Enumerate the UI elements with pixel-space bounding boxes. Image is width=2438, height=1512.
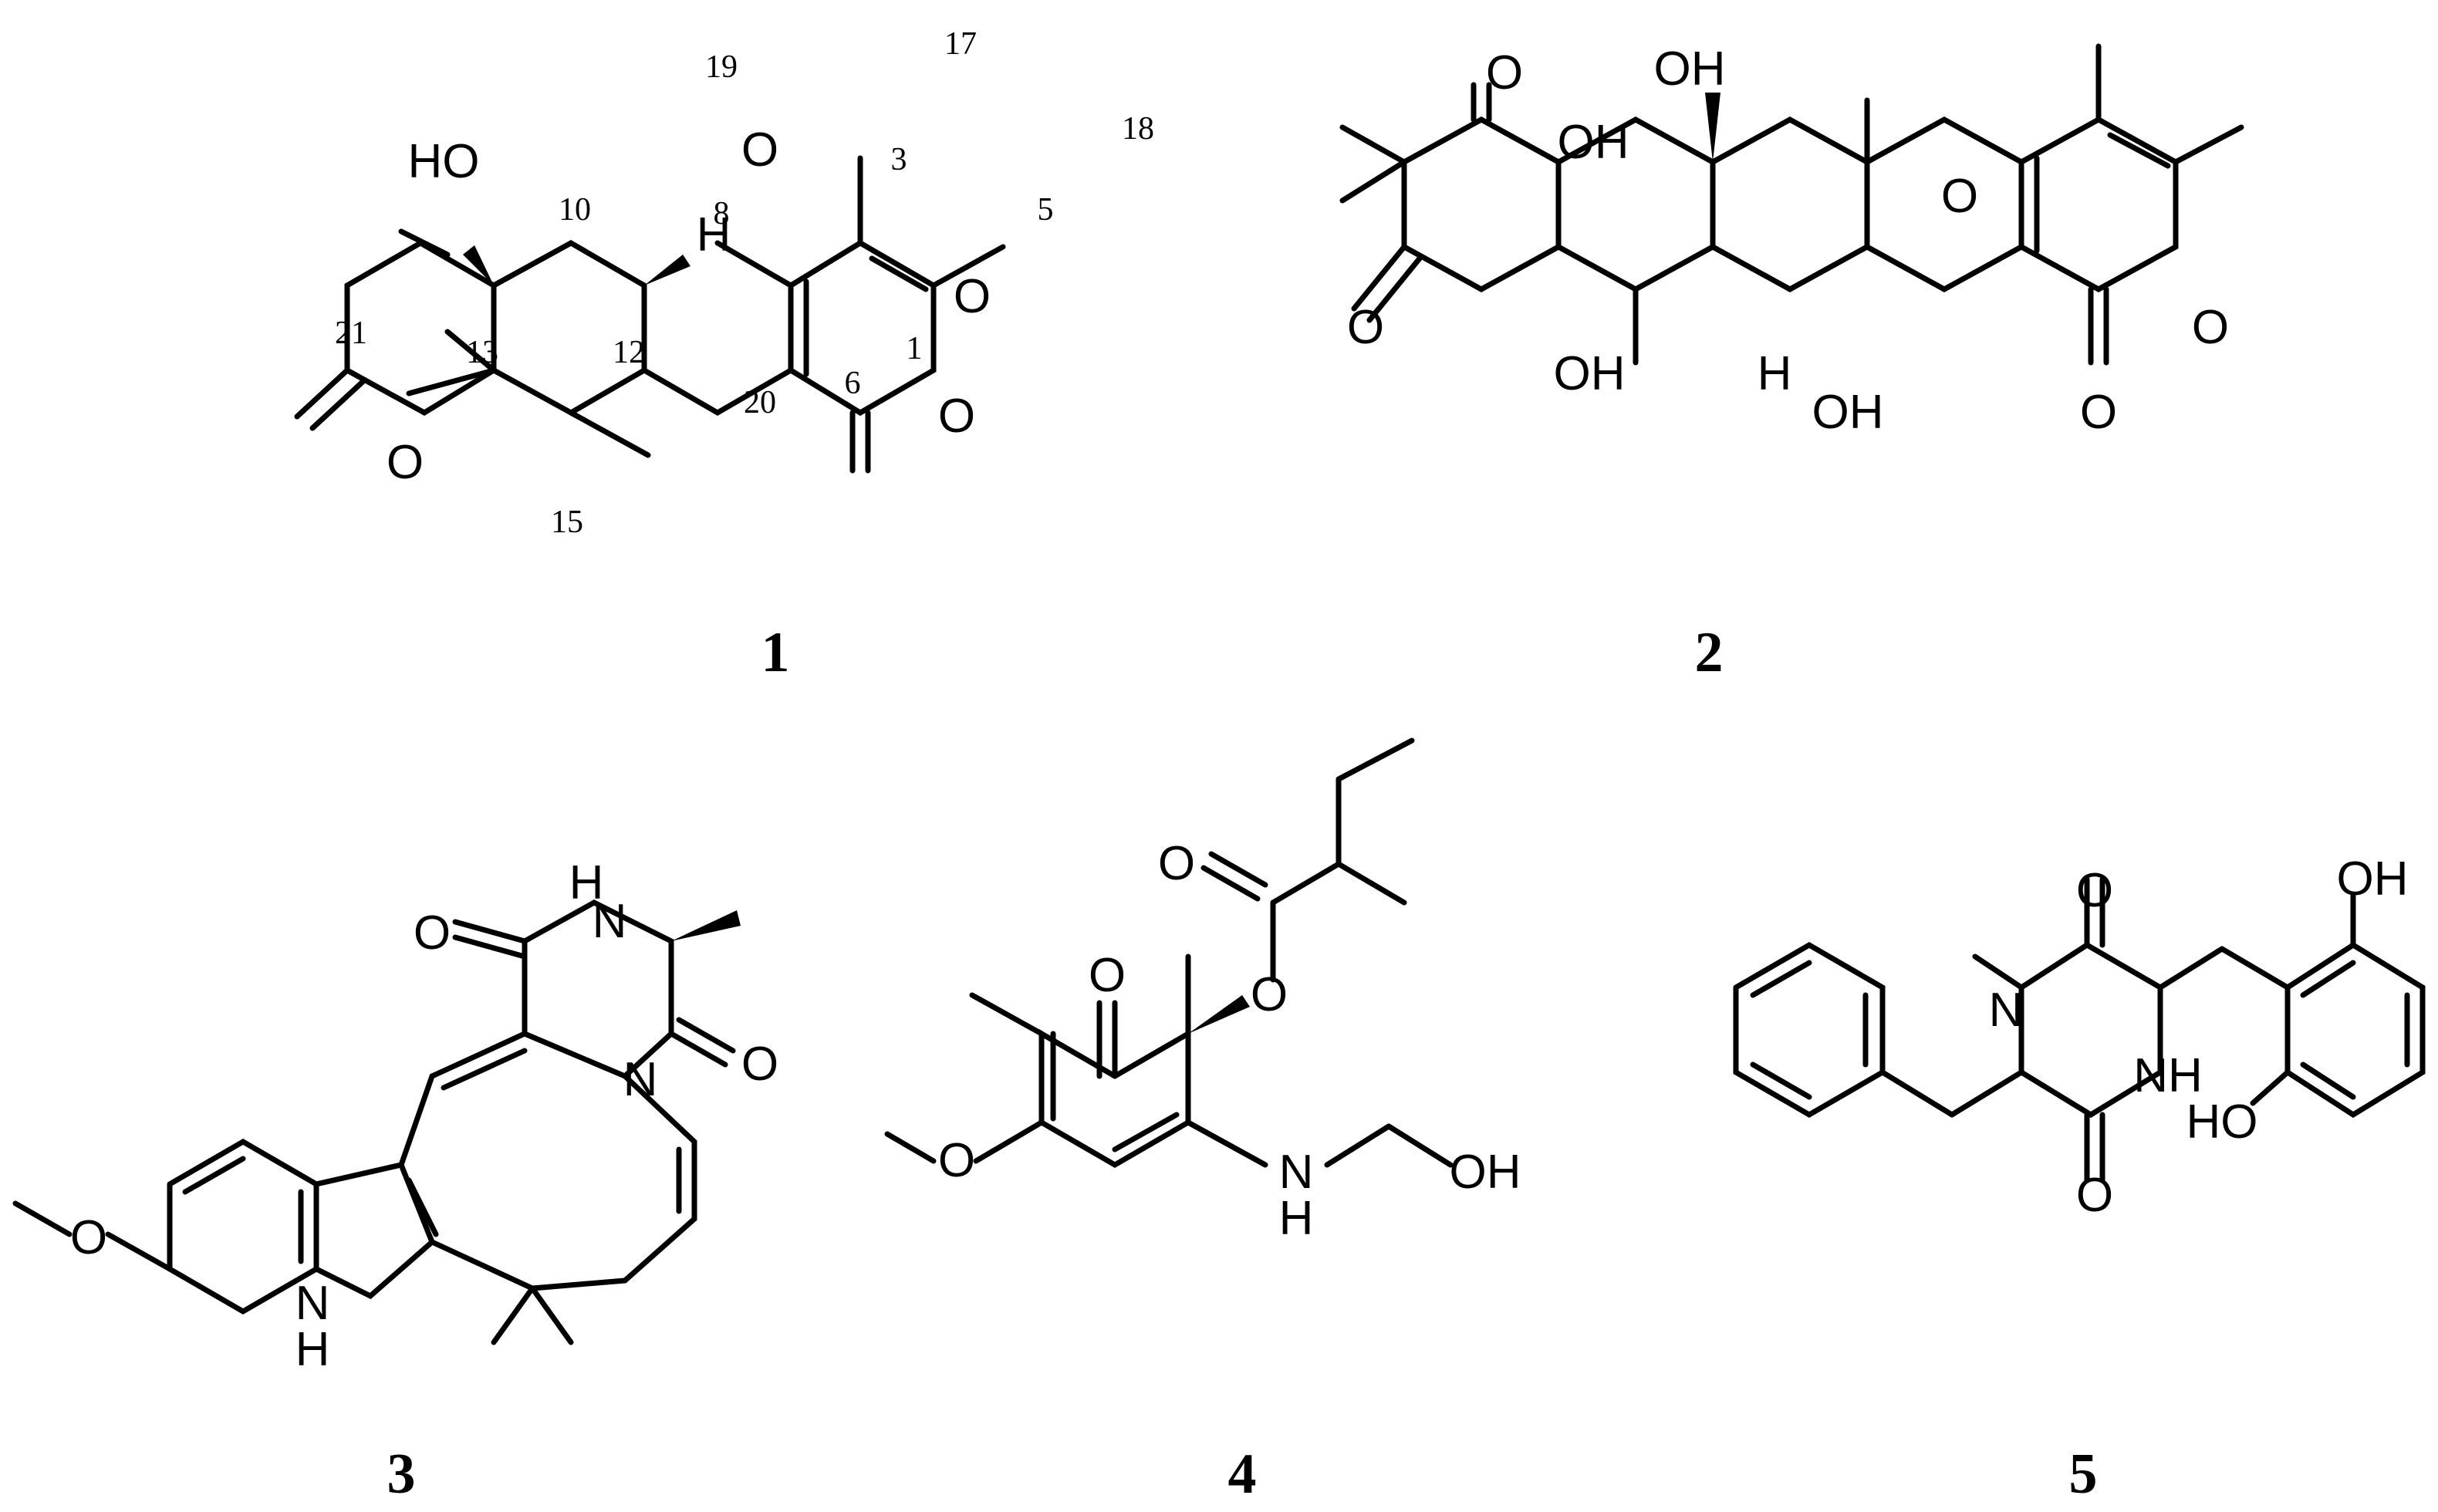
num-17: 17 (944, 26, 977, 62)
num-12: 12 (613, 335, 645, 370)
atom-oh-bottom-1: OH (1554, 347, 1626, 400)
caption-1: 1 (761, 621, 790, 684)
compound-2: O OH OH O O OH H OH O O 2 (1339, 42, 2244, 684)
atom-o-carbonyl: O (2080, 386, 2117, 439)
atom-h-indole: H (295, 1323, 330, 1376)
atom-o-bottom: O (2076, 1169, 2113, 1222)
atom-o-lactone: O (2192, 301, 2229, 354)
atom-o-ester: O (1158, 837, 1195, 890)
atom-o-ketone: O (387, 436, 424, 489)
caption-4: 4 (1228, 1443, 1257, 1506)
num-15: 15 (551, 505, 583, 540)
num-21: 21 (335, 316, 367, 351)
atom-h: H (697, 208, 731, 262)
atom-o-methoxy: O (938, 1134, 975, 1187)
num-6: 6 (845, 366, 861, 401)
atom-oh-top-2: OH (1558, 116, 1629, 169)
atom-o-top: O (2076, 864, 2113, 917)
num-1: 1 (907, 331, 923, 366)
num-19: 19 (705, 49, 738, 85)
atom-ho: HO (2186, 1095, 2258, 1149)
compound-4: O O O O N H OH 4 (884, 737, 1521, 1506)
compound-3: H N O O N O N H 3 (12, 856, 778, 1506)
compound-5: OH O N NH HO O 5 (1733, 852, 2426, 1506)
atom-o-left: O (414, 906, 451, 960)
atom-oh-top: OH (2337, 852, 2409, 906)
atom-o-ring: O (741, 123, 778, 177)
atom-oh-bottom-2: OH (1812, 386, 1884, 439)
num-18: 18 (1122, 111, 1154, 147)
atom-n-indole: N (295, 1277, 330, 1330)
num-13: 13 (466, 335, 498, 370)
num-8: 8 (714, 196, 730, 231)
atom-n-ring: N (623, 1053, 658, 1106)
atom-n-nh: N (593, 895, 627, 948)
num-5: 5 (1038, 192, 1054, 228)
num-3: 3 (891, 142, 907, 177)
atom-oh: OH (1450, 1146, 1521, 1199)
num-20: 20 (744, 385, 776, 420)
atom-o-ring: O (1941, 170, 1978, 223)
atom-o-ketone-left: O (1347, 301, 1384, 354)
atom-h: H (1758, 347, 1792, 400)
caption-3: 3 (387, 1443, 416, 1506)
atom-o-ketone: O (1089, 949, 1126, 1002)
atom-n-methyl: N (1989, 984, 2024, 1037)
atom-o-methoxy: O (70, 1211, 107, 1264)
atom-o-right: O (741, 1038, 778, 1091)
caption-5: 5 (2069, 1443, 2098, 1506)
caption-2: 2 (1695, 621, 1724, 684)
atom-o-carbonyl: O (938, 390, 975, 443)
atom-h-nh: H (569, 856, 604, 910)
atom-oh-top-1: OH (1654, 42, 1726, 96)
atom-n: N (1279, 1146, 1314, 1199)
atom-o-lactone: O (954, 270, 991, 323)
compound-1: O HO H O O O 19 17 18 3 5 10 8 21 13 12 … (294, 26, 1154, 684)
atom-nh: NH (2133, 1049, 2203, 1102)
num-10: 10 (559, 192, 591, 228)
atom-o-ketone-top: O (1486, 46, 1523, 100)
atom-oh: HO (408, 135, 480, 188)
atom-o-ether: O (1251, 968, 1288, 1021)
atom-h: H (1279, 1192, 1314, 1245)
